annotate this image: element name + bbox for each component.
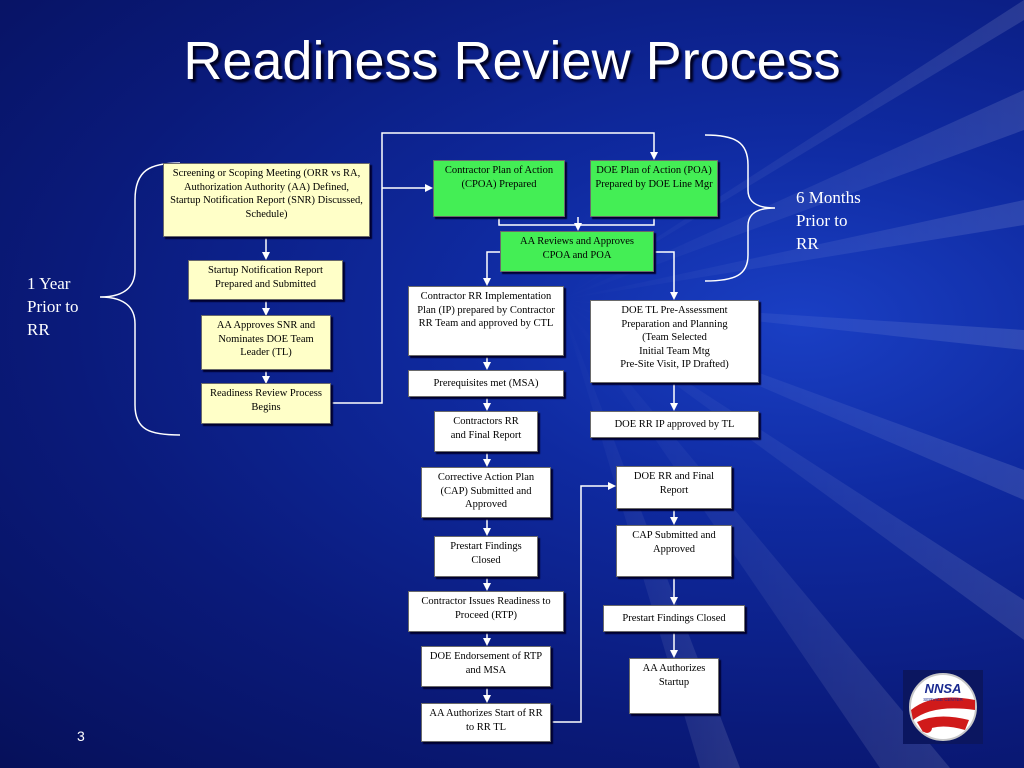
nnsa-logo: NNSA SERVICE CENTER — [903, 670, 983, 744]
aa-approves-snr-box: AA Approves SNR and Nominates DOE Team L… — [201, 315, 331, 370]
aa-authorizes-rr-box: AA Authorizes Start of RR to RR TL — [421, 703, 551, 742]
prerequisites-met-box: Prerequisites met (MSA) — [408, 370, 564, 397]
contractors-rr-box: Contractors RR and Final Report — [434, 411, 538, 452]
doe-rr-final-report-box: DOE RR and Final Report — [616, 466, 732, 509]
prestart-findings-closed-left-box: Prestart Findings Closed — [434, 536, 538, 577]
svg-text:NNSA: NNSA — [925, 681, 962, 696]
six-months-label: 6 Months Prior to RR — [796, 188, 861, 253]
contractor-rtp-box: Contractor Issues Readiness to Proceed (… — [408, 591, 564, 632]
cap-submitted-box: Corrective Action Plan (CAP) Submitted a… — [421, 467, 551, 518]
brace-1-year — [99, 162, 181, 436]
one-year-label: 1 Year Prior to RR — [27, 274, 79, 339]
poa-box: DOE Plan of Action (POA) Prepared by DOE… — [590, 160, 718, 217]
contractor-ip-box: Contractor RR Implementation Plan (IP) p… — [408, 286, 564, 356]
cpoa-box: Contractor Plan of Action (CPOA) Prepare… — [433, 160, 565, 217]
slide-title: Readiness Review Process — [183, 31, 841, 91]
doe-endorsement-box: DOE Endorsement of RTP and MSA — [421, 646, 551, 687]
screening-meeting-box: Screening or Scoping Meeting (ORR vs RA,… — [163, 163, 370, 237]
rr-process-begins-box: Readiness Review Process Begins — [201, 383, 331, 424]
svg-text:SERVICE CENTER: SERVICE CENTER — [923, 697, 963, 702]
page-number: 3 — [77, 728, 85, 744]
aa-authorizes-startup-box: AA Authorizes Startup — [629, 658, 719, 714]
doe-tl-preassessment-box: DOE TL Pre-Assessment Preparation and Pl… — [590, 300, 759, 383]
prestart-findings-closed-right-box: Prestart Findings Closed — [603, 605, 745, 632]
aa-reviews-box: AA Reviews and Approves CPOA and POA — [500, 231, 654, 272]
cap-submitted-right-box: CAP Submitted and Approved — [616, 525, 732, 577]
brace-6-months — [704, 134, 776, 282]
snr-prepared-box: Startup Notification Report Prepared and… — [188, 260, 343, 300]
doe-rr-ip-approved-box: DOE RR IP approved by TL — [590, 411, 759, 438]
